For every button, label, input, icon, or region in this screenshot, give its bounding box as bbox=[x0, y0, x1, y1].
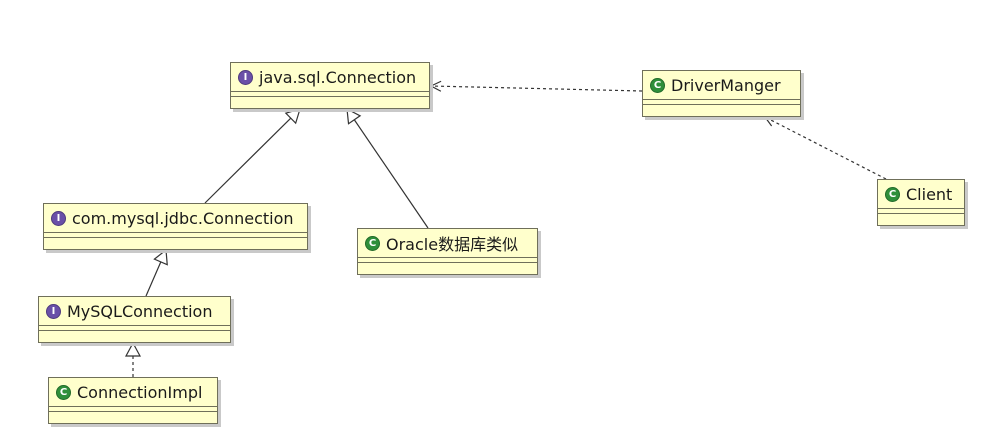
node-divider bbox=[39, 325, 230, 330]
edge-line bbox=[353, 119, 429, 229]
generalization-arrowhead bbox=[153, 248, 168, 266]
node-mysql-jdbc-connection[interactable]: I com.mysql.jdbc.Connection bbox=[43, 203, 308, 250]
node-divider bbox=[231, 91, 429, 96]
node-oracle-similar[interactable]: C Oracle数据库类似 bbox=[357, 228, 538, 275]
edge-line bbox=[764, 116, 887, 180]
edge-generalization-mysql-connection-to-mysql-jdbc-connection bbox=[145, 248, 168, 297]
edge-line bbox=[204, 117, 292, 204]
node-java-sql-connection[interactable]: I java.sql.Connection bbox=[230, 62, 430, 109]
node-label: Oracle数据库类似 bbox=[386, 235, 519, 254]
node-divider bbox=[231, 96, 429, 101]
edge-line bbox=[145, 261, 162, 297]
node-divider bbox=[358, 262, 537, 267]
node-divider bbox=[49, 406, 217, 411]
node-label: MySQLConnection bbox=[67, 301, 213, 321]
node-divider bbox=[878, 213, 964, 218]
generalization-arrowhead bbox=[346, 107, 362, 125]
class-icon: C bbox=[650, 77, 665, 93]
node-divider bbox=[643, 99, 800, 104]
node-divider bbox=[39, 330, 230, 335]
class-icon: C bbox=[365, 235, 380, 251]
edge-dependency-client-to-driver-manger bbox=[763, 116, 887, 180]
edge-realization-connection-impl-to-mysql-connection bbox=[124, 341, 142, 377]
interface-icon: I bbox=[51, 210, 66, 226]
dependency-arrowhead bbox=[763, 116, 777, 127]
class-icon: C bbox=[885, 186, 900, 202]
edge-dependency-driver-manger-to-java-sql-connection bbox=[429, 80, 643, 92]
class-icon: C bbox=[56, 384, 71, 400]
edge-generalization-oracle-similar-to-java-sql-connection bbox=[346, 107, 429, 229]
generalization-arrowhead bbox=[124, 341, 142, 357]
node-divider bbox=[878, 208, 964, 213]
edge-generalization-mysql-jdbc-connection-to-java-sql-connection bbox=[204, 108, 301, 204]
node-divider bbox=[643, 104, 800, 109]
node-label: ConnectionImpl bbox=[77, 382, 203, 402]
node-label: com.mysql.jdbc.Connection bbox=[72, 208, 294, 228]
node-driver-manger[interactable]: C DriverManger bbox=[642, 70, 801, 117]
node-label: java.sql.Connection bbox=[259, 67, 417, 87]
edge-line bbox=[430, 85, 643, 92]
interface-icon: I bbox=[238, 69, 253, 85]
node-connection-impl[interactable]: C ConnectionImpl bbox=[48, 377, 218, 424]
node-label: Client bbox=[906, 184, 953, 204]
node-divider bbox=[358, 257, 537, 262]
node-divider bbox=[49, 411, 217, 416]
node-divider bbox=[44, 232, 307, 237]
node-label: DriverManger bbox=[671, 75, 781, 95]
node-divider bbox=[44, 237, 307, 242]
node-mysql-connection[interactable]: I MySQLConnection bbox=[38, 296, 231, 343]
interface-icon: I bbox=[46, 303, 61, 319]
dependency-arrowhead bbox=[429, 80, 442, 92]
node-client[interactable]: C Client bbox=[877, 179, 965, 226]
generalization-arrowhead bbox=[284, 108, 301, 125]
